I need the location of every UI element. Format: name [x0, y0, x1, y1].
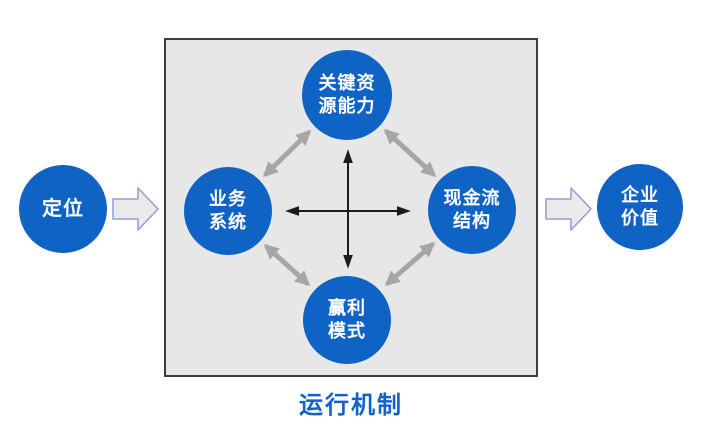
box-title: 运行机制 [299, 392, 403, 419]
node-cash-flow-line2: 结构 [453, 211, 491, 231]
node-cash-flow-line1: 现金流 [443, 187, 501, 208]
node-enterprise-value-line2: 价值 [621, 208, 659, 228]
node-profit-model-line1: 赢利 [328, 297, 366, 318]
node-positioning-label: 定位 [42, 198, 84, 220]
node-profit-model: 赢利 模式 [303, 276, 391, 364]
block-arrow-left [112, 187, 159, 231]
node-positioning: 定位 [19, 165, 107, 253]
node-business-system: 业务 系统 [184, 167, 272, 255]
node-cash-flow: 现金流 结构 [428, 166, 516, 254]
node-business-system-line1: 业务 [209, 188, 247, 209]
node-enterprise-value-line1: 企业 [621, 184, 659, 205]
node-enterprise-value: 企业 价值 [597, 164, 683, 250]
block-arrow-right [545, 187, 592, 231]
node-key-resources-line1: 关键资 [318, 72, 376, 93]
node-business-system-line2: 系统 [209, 212, 247, 232]
node-profit-model-line2: 模式 [328, 321, 366, 341]
node-key-resources: 关键资 源能力 [302, 50, 392, 140]
node-key-resources-line2: 源能力 [318, 96, 376, 116]
